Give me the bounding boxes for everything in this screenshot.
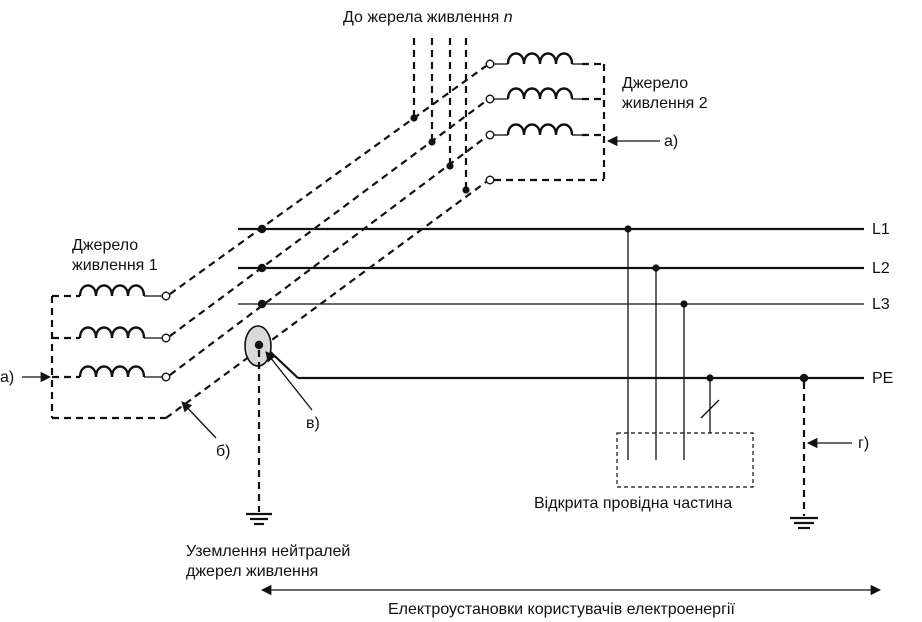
to-source-n-label: До жерела живлення n bbox=[343, 9, 513, 26]
mark-v-arrow bbox=[265, 351, 313, 411]
installations-label: Електроустановки користувачів електроене… bbox=[388, 601, 735, 618]
bus-lines bbox=[238, 224, 864, 380]
mark-g: г) bbox=[858, 435, 869, 452]
label-L1: L1 bbox=[872, 221, 890, 238]
mark-b-arrow bbox=[181, 401, 217, 439]
pe-grounding bbox=[790, 373, 818, 530]
source-2-windings bbox=[485, 52, 606, 185]
grounding-label-line1: Уземлення нейтралей bbox=[186, 543, 350, 560]
source-2-label-line1: Джерело bbox=[622, 75, 688, 92]
source-1-label-line1: Джерело bbox=[72, 237, 138, 254]
source-1-windings bbox=[50, 284, 171, 420]
grounding-label-line2: джерел живлення bbox=[186, 563, 318, 580]
mark-a-right: а) bbox=[664, 133, 678, 150]
interconnection-dashed-lines bbox=[165, 65, 487, 419]
neutral-grounding bbox=[244, 325, 272, 526]
label-PE: PE bbox=[872, 370, 893, 387]
label-L2: L2 bbox=[872, 260, 890, 277]
mark-b: б) bbox=[216, 443, 231, 460]
source-2-label-line2: живлення 2 bbox=[622, 95, 708, 112]
mark-a-left: а) bbox=[0, 369, 14, 386]
mark-v: в) bbox=[306, 415, 320, 432]
exposed-part-label: Відкрита провідна частина bbox=[534, 495, 732, 512]
exposed-conductive-part bbox=[616, 225, 754, 488]
source-n-feeders bbox=[410, 38, 470, 194]
label-L3: L3 bbox=[872, 296, 890, 313]
source-1-label-line2: живлення 1 bbox=[72, 257, 158, 274]
